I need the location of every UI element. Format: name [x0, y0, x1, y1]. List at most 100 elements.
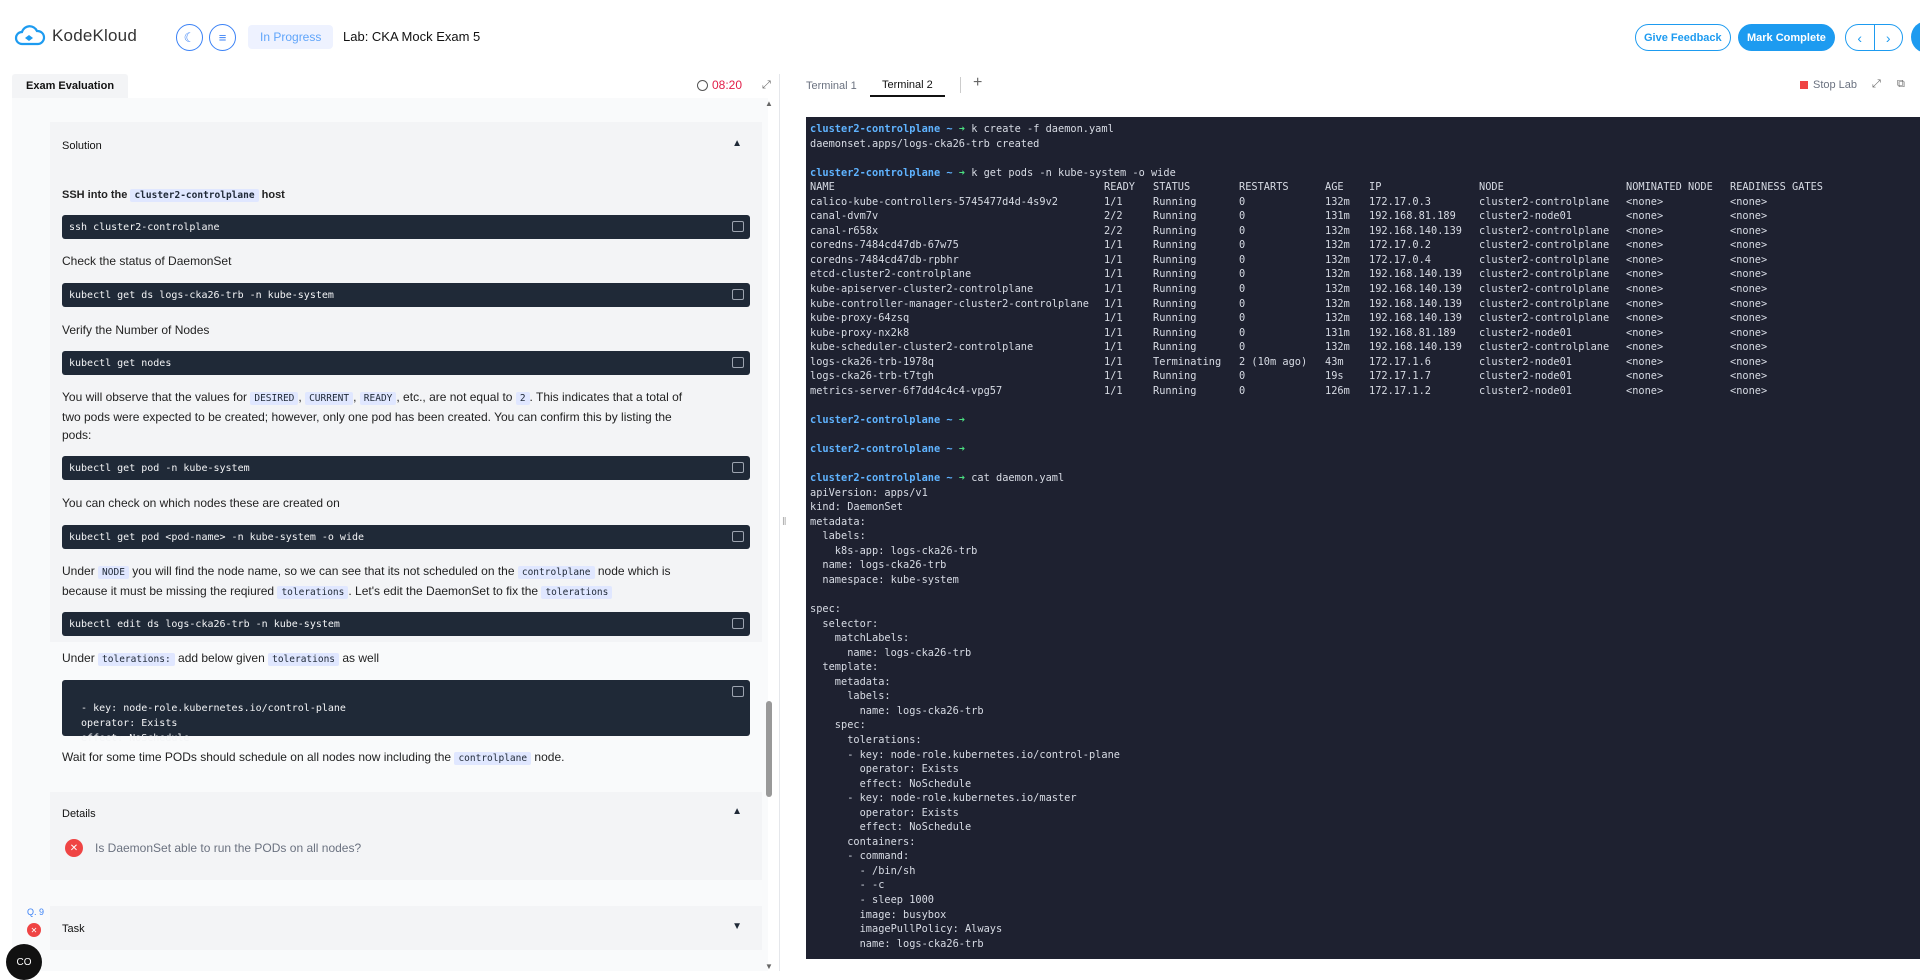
chevron-left-icon[interactable]: ‹ [1846, 25, 1875, 50]
terminal-output-line: name: logs-cka26-trb [810, 937, 984, 950]
terminal-output-line [810, 588, 1916, 603]
stop-icon [1800, 81, 1808, 89]
add-terminal-button[interactable]: + [973, 74, 983, 91]
table-cell: <none> [1730, 268, 1768, 281]
table-cell: <none> [1730, 355, 1768, 368]
brand-logo[interactable]: KodeKloud [14, 24, 137, 48]
scrollbar-thumb[interactable] [766, 701, 772, 797]
table-cell: etcd-cluster2-controlplane [810, 268, 972, 281]
table-cell: 1/1 [1104, 195, 1123, 208]
task-header[interactable]: Task ▼ [50, 914, 750, 944]
terminal-output-line: operator: Exists [810, 806, 959, 819]
table-cell: <none> [1626, 210, 1664, 223]
copy-icon[interactable] [732, 462, 744, 473]
brand-name: KodeKloud [52, 26, 137, 45]
tab-terminal-1[interactable]: Terminal 1 [806, 80, 857, 92]
table-cell: 132m [1325, 341, 1350, 354]
tab-divider [960, 77, 961, 93]
solution-header[interactable]: Solution ▲ [50, 127, 750, 163]
terminal-output-line [810, 457, 1916, 472]
terminal-output-line: selector: [810, 617, 879, 630]
solution-card [50, 122, 762, 642]
copy-icon[interactable] [732, 289, 744, 300]
table-cell: 172.17.0.2 [1369, 239, 1431, 252]
table-cell: Running [1153, 253, 1197, 266]
terminal-output-line: labels: [810, 690, 891, 703]
terminal-output-line: - key: node-role.kubernetes.io/control-p… [810, 748, 1120, 761]
task-card[interactable] [50, 906, 762, 950]
table-cell: 0 [1239, 312, 1246, 325]
table-cell: <none> [1730, 341, 1768, 354]
copy-icon[interactable] [732, 221, 744, 232]
mark-complete-button[interactable]: Mark Complete [1738, 24, 1835, 51]
table-cell: 132m [1325, 268, 1350, 281]
expand-icon[interactable]: ⤢ [1872, 78, 1881, 90]
table-cell: 1/1 [1104, 341, 1123, 354]
terminal-output-line: effect: NoSchedule [810, 777, 972, 790]
inline-code: controlplane [454, 752, 532, 765]
terminal-output-line: name: logs-cka26-trb [810, 646, 972, 659]
table-cell: AGE [1325, 181, 1344, 194]
table-cell: Running [1153, 239, 1197, 252]
prompt-arrow-icon: ➜ [958, 123, 965, 135]
copy-icon[interactable] [732, 618, 744, 629]
details-header[interactable]: Details ▲ [50, 800, 750, 828]
table-cell: calico-kube-controllers-5745477d4d-4s9v2 [810, 195, 1058, 208]
theme-toggle-button[interactable]: ☾ [176, 24, 203, 51]
copy-icon[interactable] [732, 531, 744, 542]
table-cell: <none> [1730, 312, 1768, 325]
table-cell: Running [1153, 341, 1197, 354]
give-feedback-button[interactable]: Give Feedback [1635, 24, 1731, 51]
table-cell: <none> [1730, 297, 1768, 310]
inline-code: READY [359, 392, 397, 405]
terminal-output[interactable]: cluster2-controlplane ~ ➜ k create -f da… [806, 117, 1920, 959]
external-link-icon[interactable]: ⧉ [1897, 78, 1905, 90]
table-cell: 131m [1325, 210, 1350, 223]
table-cell: 172.17.1.7 [1369, 370, 1431, 383]
terminal-output-line: - -c [810, 879, 885, 892]
chevron-right-icon[interactable]: › [1885, 29, 1891, 46]
resize-handle[interactable]: ‖ [782, 516, 787, 528]
expand-icon[interactable]: ⤢ [762, 79, 771, 91]
terminal-output-line: name: logs-cka26-trb [810, 559, 947, 572]
stop-lab-button[interactable]: Stop Lab [1800, 79, 1857, 91]
table-cell: 0 [1239, 326, 1246, 339]
table-cell: 192.168.140.139 [1369, 268, 1462, 281]
command: k create -f daemon.yaml [965, 123, 1114, 135]
table-cell: kube-scheduler-cluster2-controlplane [810, 341, 1034, 354]
tab-terminal-2[interactable]: Terminal 2 [870, 75, 945, 97]
terminal-output-line: - sleep 1000 [810, 893, 934, 906]
scroll-down-icon[interactable]: ▼ [765, 962, 773, 971]
list-icon: ≡ [218, 30, 227, 45]
table-cell: <none> [1626, 253, 1664, 266]
paragraph: You will observe that the values for DES… [62, 390, 683, 442]
table-cell: metrics-server-6f7dd4c4c4-vpg57 [810, 384, 1003, 397]
prompt: cluster2-controlplane ~ [810, 472, 959, 485]
table-cell: 1/1 [1104, 297, 1123, 310]
table-row: calico-kube-controllers-5745477d4d-4s9v2… [810, 195, 1916, 210]
table-cell: 132m [1325, 239, 1350, 252]
caret-up-icon: ▲ [732, 806, 742, 817]
inline-code: DESIRED [250, 392, 299, 405]
menu-button[interactable]: ≡ [209, 24, 236, 51]
scroll-up-icon[interactable]: ▲ [765, 99, 773, 108]
tab-exam-evaluation[interactable]: Exam Evaluation [12, 74, 129, 98]
copy-icon[interactable] [732, 686, 744, 697]
question-nav: ‹ › [1845, 24, 1903, 51]
chat-button[interactable]: CO [6, 944, 42, 980]
table-cell: 2/2 [1104, 210, 1123, 223]
terminal-output-line: - command: [810, 850, 910, 863]
avatar[interactable] [1911, 21, 1920, 53]
code-block: kubectl get pod <pod-name> -n kube-syste… [62, 525, 750, 549]
table-cell: <none> [1626, 370, 1664, 383]
table-cell: 2 (10m ago) [1239, 355, 1308, 368]
table-cell: kube-controller-manager-cluster2-control… [810, 297, 1089, 310]
table-cell: cluster2-node01 [1479, 355, 1572, 368]
copy-icon[interactable] [732, 357, 744, 368]
table-cell: 0 [1239, 195, 1246, 208]
table-cell: <none> [1730, 210, 1768, 223]
table-cell: logs-cka26-trb-1978q [810, 355, 934, 368]
